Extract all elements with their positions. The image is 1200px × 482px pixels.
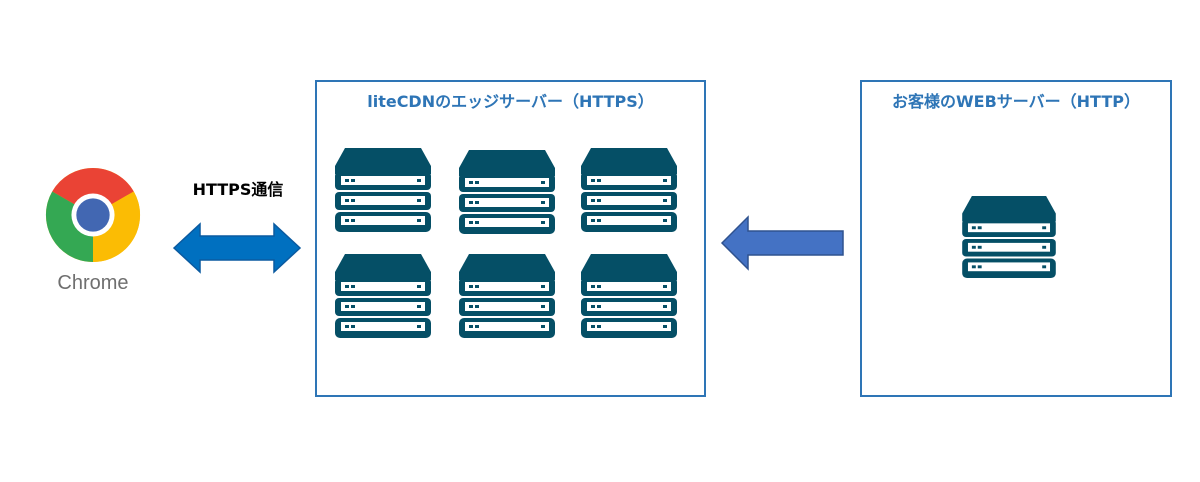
server-icon (962, 196, 1056, 280)
server-icon (581, 254, 677, 340)
bidirectional-arrow-icon (172, 222, 302, 274)
left-arrow-icon (720, 215, 846, 271)
edge-group-title: liteCDNのエッジサーバー（HTTPS） (367, 92, 654, 111)
origin-group-title: お客様のWEBサーバー（HTTP） (892, 92, 1140, 111)
server-icon (335, 254, 431, 340)
server-icon (335, 148, 431, 234)
server-icon (459, 150, 555, 236)
https-connection-label: HTTPS通信 (192, 180, 284, 199)
edge-server-group: liteCDNのエッジサーバー（HTTPS） (315, 80, 706, 397)
chrome-logo-icon (44, 166, 142, 264)
server-icon (459, 254, 555, 340)
chrome-label: Chrome (57, 272, 129, 294)
origin-server-group: お客様のWEBサーバー（HTTP） (860, 80, 1172, 397)
server-icon (581, 148, 677, 234)
